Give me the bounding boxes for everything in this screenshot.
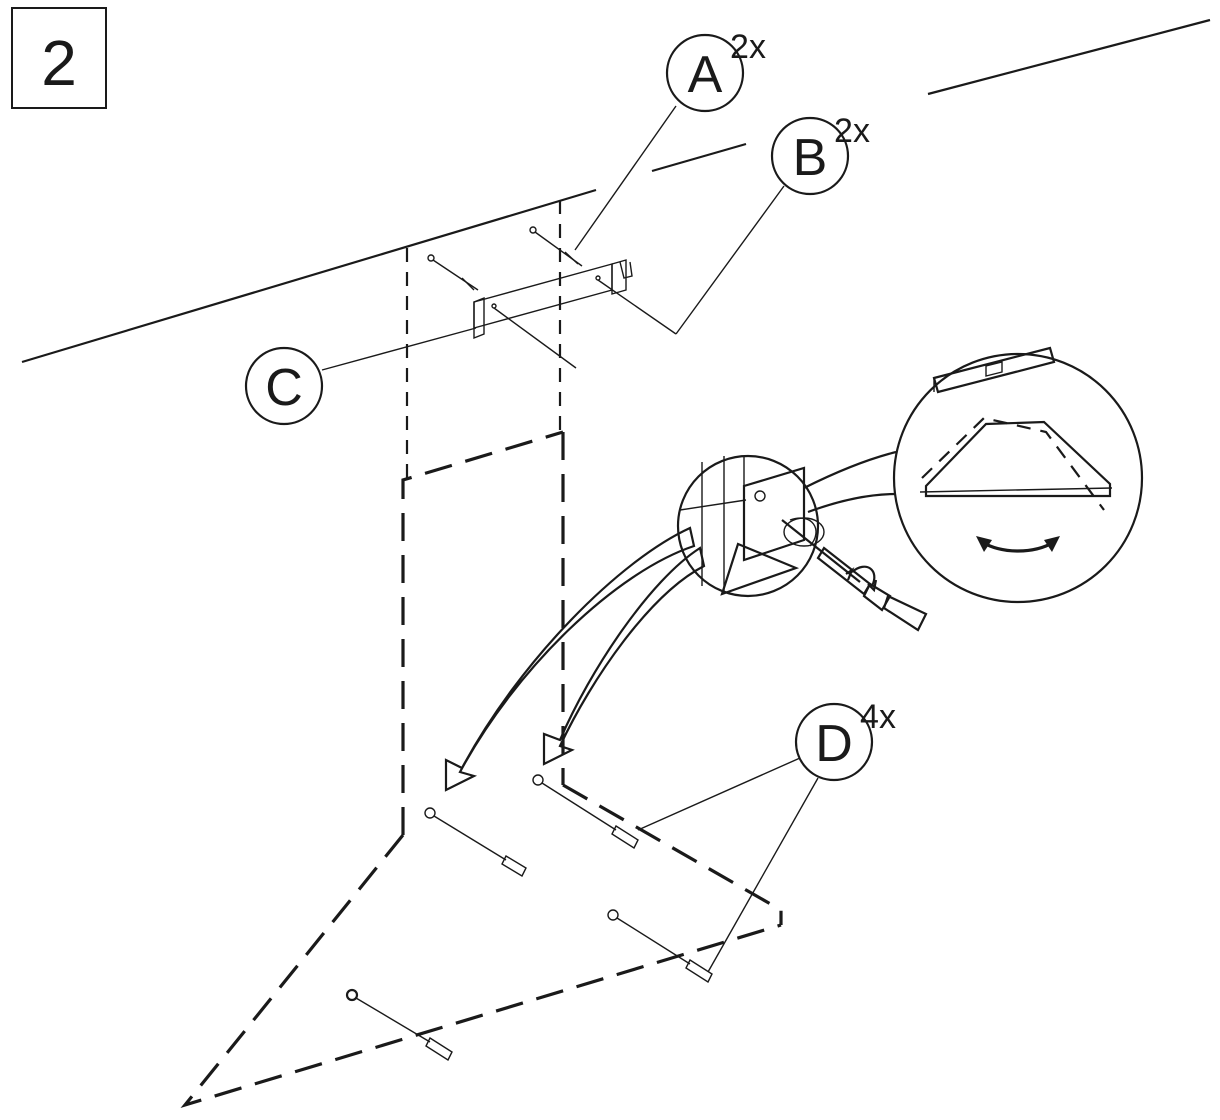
- callout-c: C: [244, 327, 477, 426]
- detail-circle-bracket: [676, 454, 825, 598]
- chimney-outline: [405, 200, 562, 478]
- screw-icon: [597, 279, 677, 335]
- hood-tilt-outline: [919, 416, 1113, 511]
- step-number-box: 2: [11, 7, 107, 109]
- screw-icon: [493, 307, 577, 369]
- screw-hole-icon: [529, 226, 537, 234]
- wall-plugs: [345, 774, 713, 1062]
- screw-hole-icon: [427, 254, 435, 262]
- detail-circle-level: [892, 346, 1144, 604]
- screwdriver-icon: [781, 519, 928, 632]
- callout-a: A 2x: [574, 28, 766, 251]
- direction-arrows: [444, 526, 706, 792]
- callout-d: D 4x: [637, 698, 896, 973]
- callout-a-qty: 2x: [730, 28, 766, 66]
- wall-plug-icon: [501, 855, 527, 877]
- bracket-screws: [427, 226, 677, 369]
- callout-c-letter: C: [265, 359, 303, 417]
- wall-plug-icon: [425, 1036, 453, 1062]
- tilt-arrow-icon: [976, 536, 1060, 553]
- wall-plug-icon: [685, 958, 713, 984]
- hood-outline: [180, 430, 783, 1109]
- callout-d-qty: 4x: [860, 698, 896, 736]
- wall-plug-icon: [611, 824, 639, 850]
- callout-b-letter: B: [793, 129, 828, 187]
- callout-b: B 2x: [675, 112, 870, 335]
- callout-a-letter: A: [688, 46, 723, 104]
- callout-d-letter: D: [815, 715, 853, 773]
- rotate-arrow-icon: [845, 565, 878, 593]
- wall-bracket: [473, 259, 633, 340]
- spirit-level-icon: [932, 346, 1056, 394]
- step-number: 2: [41, 27, 77, 99]
- ceiling-line: [21, 18, 1211, 364]
- callout-b-qty: 2x: [834, 112, 870, 150]
- detail-connector: [803, 450, 897, 514]
